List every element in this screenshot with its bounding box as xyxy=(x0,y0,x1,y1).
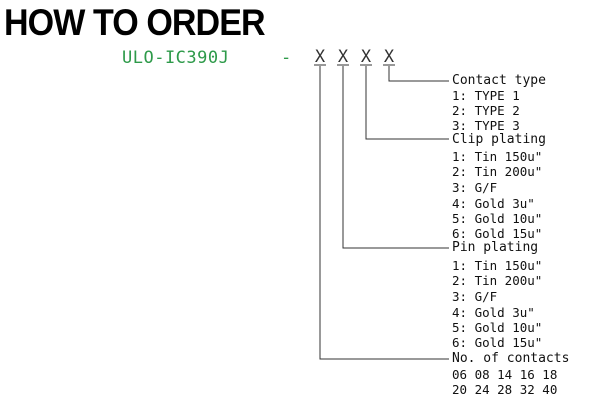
contact-type-option-3: 3: TYPE 3 xyxy=(452,118,520,133)
placeholder-contacts: X xyxy=(314,47,326,67)
clip-plating-option-6: 6: Gold 15u" xyxy=(452,226,543,241)
pin-plating-option-2: 2: Tin 200u" xyxy=(452,273,543,288)
clip-plating-option-2: 2: Tin 200u" xyxy=(452,164,543,179)
contact-type-option-1: 1: TYPE 1 xyxy=(452,88,520,103)
contacts-row-2: 20 24 28 32 40 xyxy=(452,382,558,397)
leader-clip-plating xyxy=(365,66,449,140)
part-number-prefix: ULO-IC390J xyxy=(122,48,230,68)
clip-plating-option-5: 5: Gold 10u" xyxy=(452,211,543,226)
clip-plating-option-1: 1: Tin 150u" xyxy=(452,149,543,164)
pin-plating-label: Pin plating xyxy=(452,240,539,255)
page-title: HOW TO ORDER xyxy=(4,2,266,43)
pin-plating-option-4: 4: Gold 3u" xyxy=(452,305,535,320)
pin-plating-option-1: 1: Tin 150u" xyxy=(452,258,543,273)
leader-pin-plating xyxy=(342,66,449,249)
pin-plating-option-5: 5: Gold 10u" xyxy=(452,320,543,335)
pin-plating-option-3: 3: G/F xyxy=(452,289,498,304)
clip-plating-label: Clip plating xyxy=(452,132,546,147)
contacts-label: No. of contacts xyxy=(452,351,570,366)
contact-type-label: Contact type xyxy=(452,73,546,88)
contacts-row-1: 06 08 14 16 18 xyxy=(452,367,558,382)
contact-type-option-2: 2: TYPE 2 xyxy=(452,103,520,118)
part-number-separator: - xyxy=(281,48,292,68)
leader-contacts xyxy=(319,66,449,360)
clip-plating-option-3: 3: G/F xyxy=(452,180,498,195)
leader-contact-type xyxy=(388,66,449,82)
placeholder-contact-type: X xyxy=(383,47,395,67)
pin-plating-option-6: 6: Gold 15u" xyxy=(452,335,543,350)
placeholder-pin-plating: X xyxy=(337,47,349,67)
clip-plating-option-4: 4: Gold 3u" xyxy=(452,196,535,211)
placeholder-clip-plating: X xyxy=(360,47,372,67)
